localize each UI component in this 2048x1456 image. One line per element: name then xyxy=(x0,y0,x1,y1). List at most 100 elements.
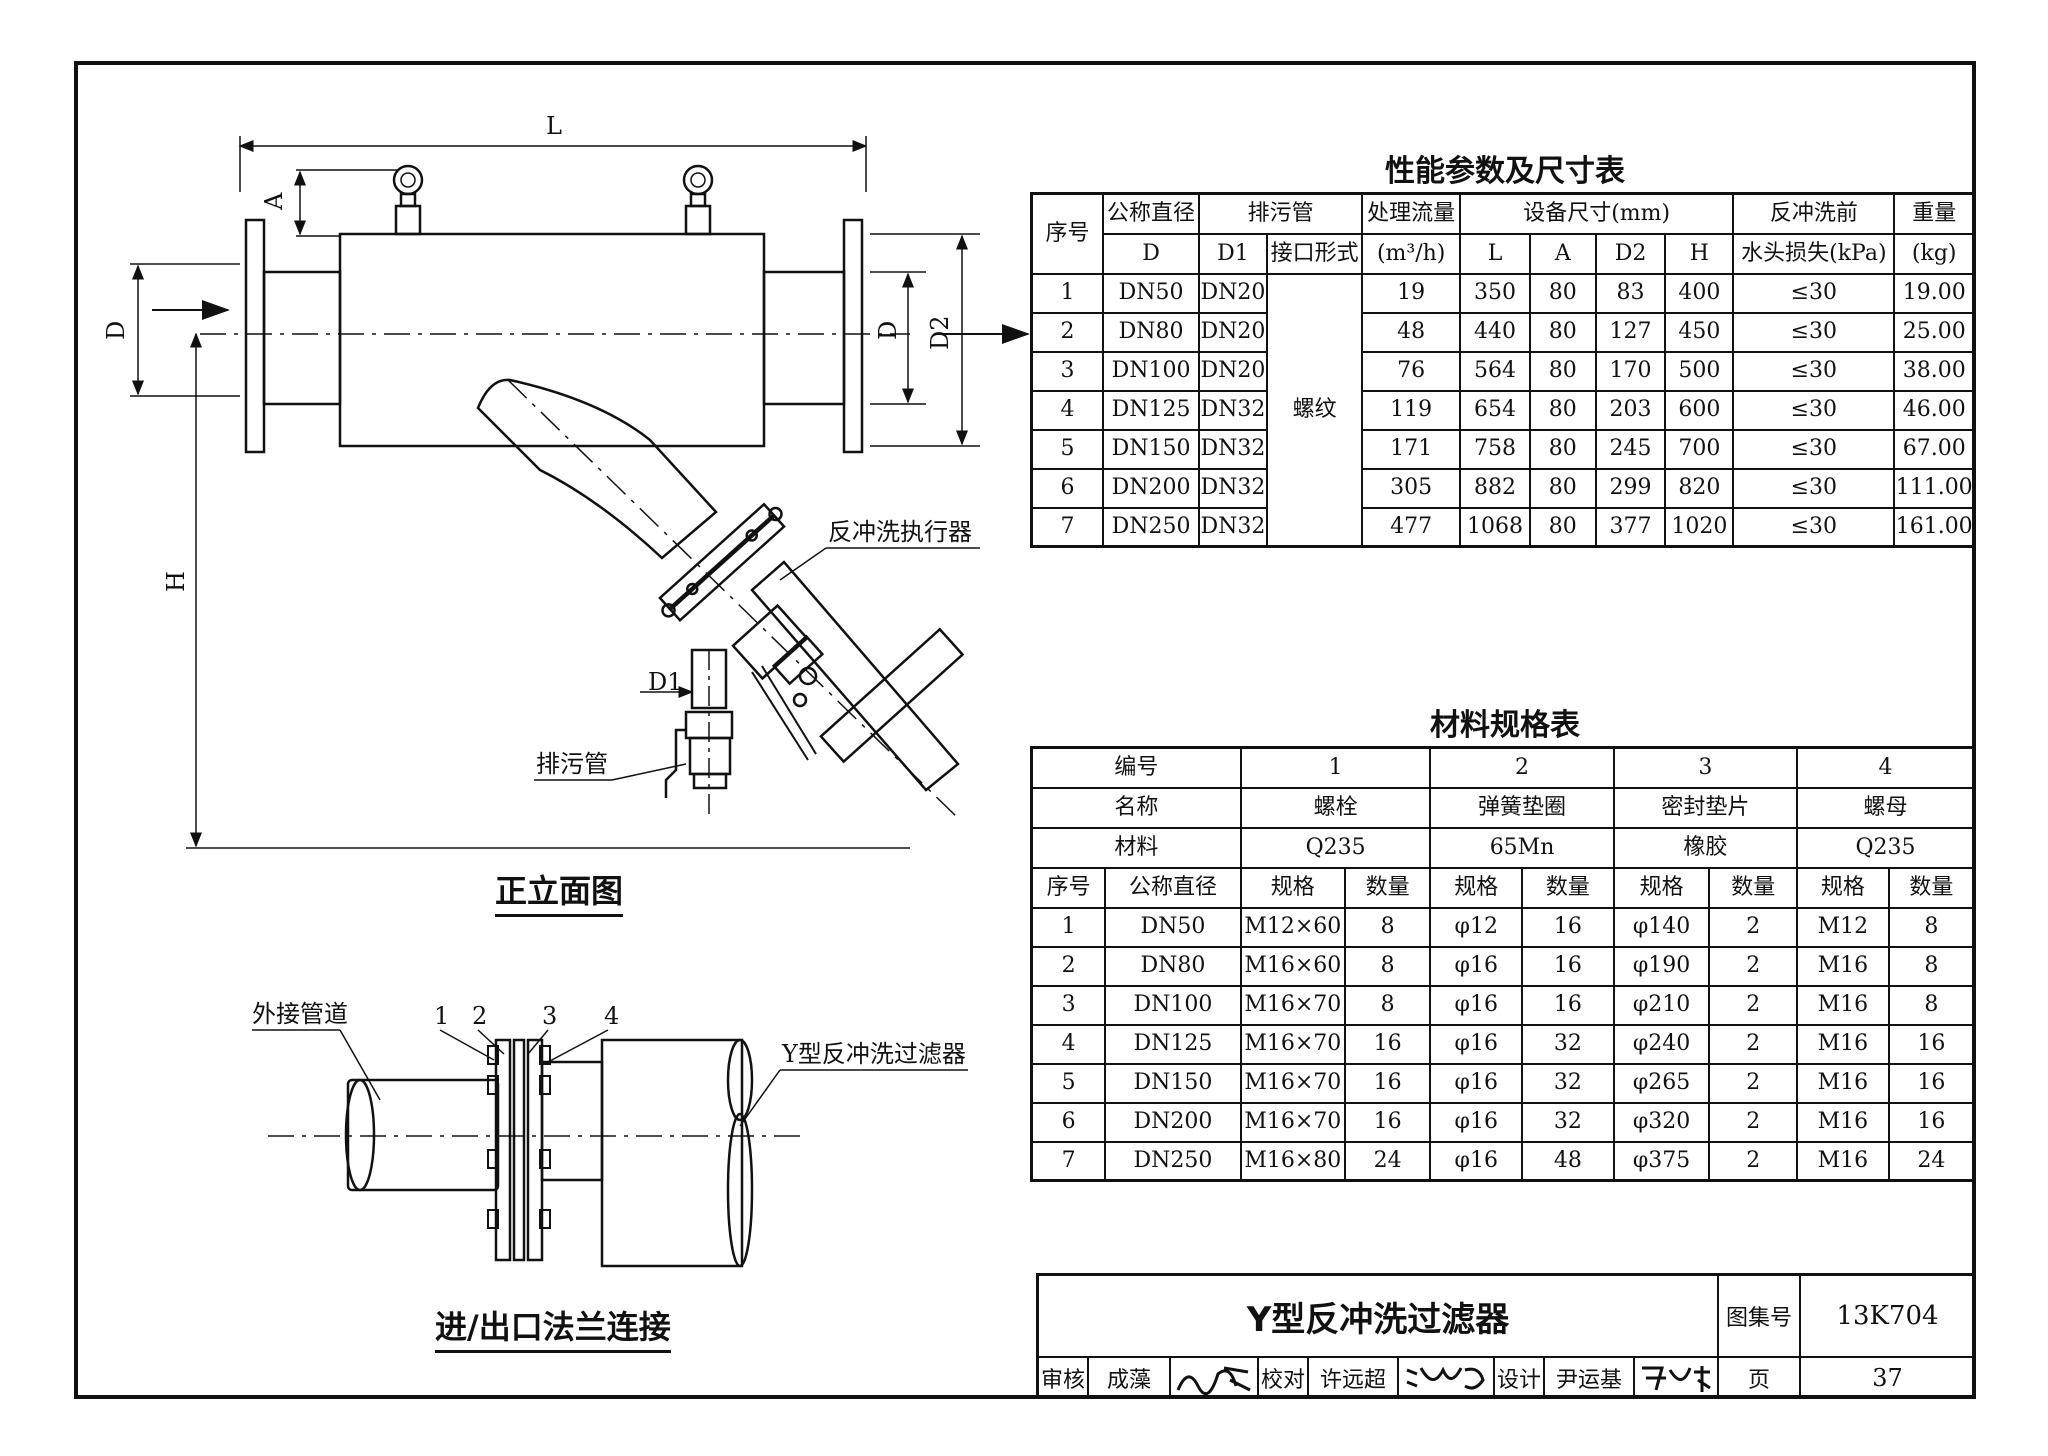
mat-cell-wq: 32 xyxy=(1521,1101,1615,1143)
perf-cell-L: 564 xyxy=(1459,350,1531,392)
mat-material-3: 橡胶 xyxy=(1612,826,1799,869)
perf-cell-D2: 377 xyxy=(1594,506,1667,548)
mat-cell-gq: 2 xyxy=(1708,984,1799,1026)
elevation-title: 正立面图 xyxy=(495,866,624,917)
mat-cell-wash: φ16 xyxy=(1429,984,1524,1026)
mat-h-spec-4: 规格 xyxy=(1796,866,1890,909)
title-block: Y型反冲洗过滤器 图集号 13K704 审核 成藻 校对 许远超 设计 尹运基 … xyxy=(1036,1273,1976,1399)
mat-h-name: 名称 xyxy=(1030,786,1242,829)
page-number: 37 xyxy=(1801,1358,1976,1399)
mat-code-1: 1 xyxy=(1239,746,1432,789)
mat-cell-wash: φ16 xyxy=(1429,1023,1524,1065)
perf-cell-L: 758 xyxy=(1459,428,1531,470)
perf-cell-loss: ≤30 xyxy=(1732,467,1896,509)
perf-h-conn: 接口形式 xyxy=(1265,232,1364,275)
mat-cell-wq: 16 xyxy=(1521,945,1615,987)
perf-h-weight-unit: (kg) xyxy=(1893,232,1976,275)
perf-cell-A: 80 xyxy=(1528,428,1597,470)
perf-cell-d: DN80 xyxy=(1102,311,1200,353)
perf-cell-loss: ≤30 xyxy=(1732,428,1896,470)
perf-cell-flow: 477 xyxy=(1361,506,1462,548)
design-name: 尹运基 xyxy=(1545,1358,1635,1399)
mat-cell-no: 5 xyxy=(1030,1062,1107,1104)
dim-L-label: L xyxy=(546,112,562,140)
perf-cell-A: 80 xyxy=(1528,272,1597,314)
check-signature xyxy=(1399,1358,1495,1399)
perf-cell-H: 400 xyxy=(1664,272,1735,314)
perf-cell-H: 820 xyxy=(1664,467,1735,509)
mat-h-qty-2: 数量 xyxy=(1521,866,1615,909)
perf-h-drain: 排污管 xyxy=(1197,192,1364,235)
perf-cell-L: 350 xyxy=(1459,272,1531,314)
perf-cell-weight: 19.00 xyxy=(1893,272,1976,314)
perf-cell-L: 1068 xyxy=(1459,506,1531,548)
perf-h-d1: D1 xyxy=(1197,232,1268,275)
perf-cell-A: 80 xyxy=(1528,350,1597,392)
mat-material-4: Q235 xyxy=(1796,826,1976,869)
mat-name-2: 弹簧垫圈 xyxy=(1429,786,1615,829)
mat-cell-d: DN250 xyxy=(1104,1140,1242,1182)
flange-connection-detail xyxy=(252,1029,968,1268)
mat-cell-no: 1 xyxy=(1030,906,1107,948)
mat-h-qty-3: 数量 xyxy=(1708,866,1799,909)
mat-cell-bq: 8 xyxy=(1343,906,1432,948)
perf-cell-D2: 245 xyxy=(1594,428,1667,470)
external-pipe-label: 外接管道 xyxy=(252,1000,348,1028)
perf-cell-flow: 48 xyxy=(1361,311,1462,353)
mat-cell-d: DN150 xyxy=(1104,1062,1242,1104)
atlas-number: 13K704 xyxy=(1801,1276,1976,1358)
mat-cell-gask: φ240 xyxy=(1612,1023,1711,1065)
mat-cell-bq: 16 xyxy=(1343,1062,1432,1104)
perf-cell-weight: 67.00 xyxy=(1893,428,1976,470)
perf-cell-flow: 119 xyxy=(1361,389,1462,431)
mat-cell-nut: M16 xyxy=(1796,984,1890,1026)
callout-4: 4 xyxy=(604,1002,619,1030)
perf-cell-D2: 127 xyxy=(1594,311,1667,353)
mat-cell-d: DN125 xyxy=(1104,1023,1242,1065)
perf-h-flow: 处理流量 xyxy=(1361,192,1462,235)
perf-h-weight: 重量 xyxy=(1893,192,1976,235)
perf-cell-d1: DN32 xyxy=(1197,389,1268,431)
mat-cell-bq: 8 xyxy=(1343,945,1432,987)
perf-cell-loss: ≤30 xyxy=(1732,506,1896,548)
mat-cell-nq: 16 xyxy=(1887,1101,1976,1143)
review-name: 成藻 xyxy=(1089,1358,1171,1399)
page-label: 页 xyxy=(1719,1358,1801,1399)
perf-h-L: L xyxy=(1459,232,1531,275)
perf-h-headloss: 反冲洗前 xyxy=(1732,192,1896,235)
perf-cell-d1: DN20 xyxy=(1197,350,1268,392)
mat-cell-no: 3 xyxy=(1030,984,1107,1026)
mat-cell-nq: 16 xyxy=(1887,1023,1976,1065)
mat-cell-wq: 32 xyxy=(1521,1023,1615,1065)
perf-h-A: A xyxy=(1528,232,1597,275)
mat-cell-gask: φ375 xyxy=(1612,1140,1711,1182)
mat-cell-d: DN200 xyxy=(1104,1101,1242,1143)
dim-D2-label: D2 xyxy=(926,315,954,350)
perf-cell-flow: 76 xyxy=(1361,350,1462,392)
dim-D-right-label: D xyxy=(874,321,902,340)
callout-3: 3 xyxy=(542,1002,557,1030)
mat-cell-wq: 48 xyxy=(1521,1140,1615,1182)
perf-cell-H: 700 xyxy=(1664,428,1735,470)
perf-cell-no: 1 xyxy=(1030,272,1105,314)
mat-cell-gq: 2 xyxy=(1708,1023,1799,1065)
drain-label: 排污管 xyxy=(536,750,608,778)
perf-cell-H: 600 xyxy=(1664,389,1735,431)
mat-h-code: 编号 xyxy=(1030,746,1242,789)
mat-cell-nut: M16 xyxy=(1796,1062,1890,1104)
perf-h-dims: 设备尺寸(mm) xyxy=(1459,192,1735,235)
dim-H-label: H xyxy=(162,571,190,592)
mat-cell-wash: φ16 xyxy=(1429,945,1524,987)
perf-cell-flow: 171 xyxy=(1361,428,1462,470)
perf-h-no: 序号 xyxy=(1030,192,1105,275)
perf-h-D2: D2 xyxy=(1594,232,1667,275)
mat-cell-bq: 8 xyxy=(1343,984,1432,1026)
mat-h-qty-4: 数量 xyxy=(1887,866,1976,909)
mat-cell-wq: 16 xyxy=(1521,984,1615,1026)
